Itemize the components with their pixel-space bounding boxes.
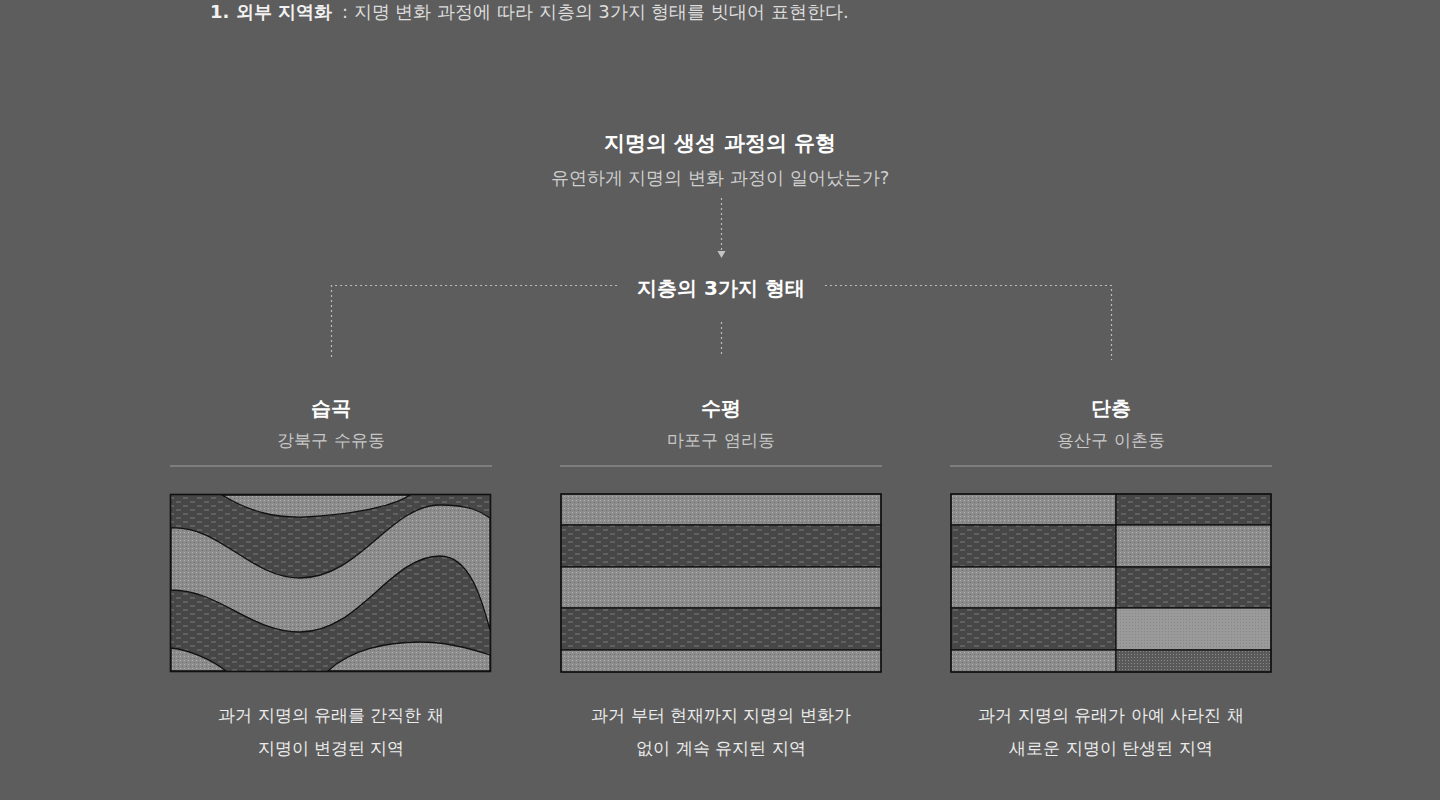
hub-text: 지층의 3가지 형태 <box>637 274 805 302</box>
strata-type-node: 단층용산구 이촌동과거 지명의 유래가 아예 사라진 채 새로운 지명이 탄생된… <box>950 360 1272 760</box>
place-name: 강북구 수유동 <box>170 429 492 451</box>
section-heading: 1. 외부 지역화 <box>210 2 332 22</box>
dotted-connector <box>718 198 726 258</box>
type-description: 과거 지명의 유래를 간직한 채 지명이 변경된 지역 <box>206 699 456 765</box>
hub-node: 지층의 3가지 형태 <box>617 262 825 314</box>
connector-line <box>825 286 1112 361</box>
fold-strata <box>171 495 491 672</box>
place-name: 마포구 염리동 <box>560 429 882 451</box>
dotted-connector <box>332 286 618 361</box>
type-description: 과거 지명의 유래가 아예 사라진 채 새로운 지명이 탄생된 지역 <box>966 699 1256 765</box>
section-note: : 지명 변화 과정에 따라 지층의 3가지 형태를 빗대어 표현한다. <box>342 2 849 22</box>
title-node: 지명의 생성 과정의 유형유연하게 지명의 변화 과정이 일어났는가? <box>541 128 899 190</box>
connector-line <box>721 322 722 356</box>
connector-line <box>332 286 618 361</box>
type-heading: 단층 <box>950 394 1272 422</box>
type-description: 과거 부터 현재까지 지명의 변화가 없이 계속 유지된 지역 <box>576 699 866 765</box>
place-name: 용산구 이촌동 <box>950 429 1272 451</box>
fault-strata <box>951 494 1271 672</box>
type-heading: 수평 <box>560 394 882 422</box>
dotted-connector <box>721 322 722 356</box>
strata-type-node: 습곡강북구 수유동과거 지명의 유래를 간직한 채 지명이 변경된 지역 <box>170 360 492 760</box>
connector-line <box>721 198 722 258</box>
subtitle-text: 유연하게 지명의 변화 과정이 일어났는가? <box>551 166 889 190</box>
divider-lines <box>170 465 1272 467</box>
arrowhead <box>718 251 726 258</box>
dotted-connector <box>825 286 1112 361</box>
type-heading: 습곡 <box>170 394 492 422</box>
title-text: 지명의 생성 과정의 유형 <box>551 128 889 158</box>
horizontal-strata <box>561 494 881 672</box>
strata-type-node: 수평마포구 염리동과거 부터 현재까지 지명의 변화가 없이 계속 유지된 지역 <box>560 360 882 760</box>
